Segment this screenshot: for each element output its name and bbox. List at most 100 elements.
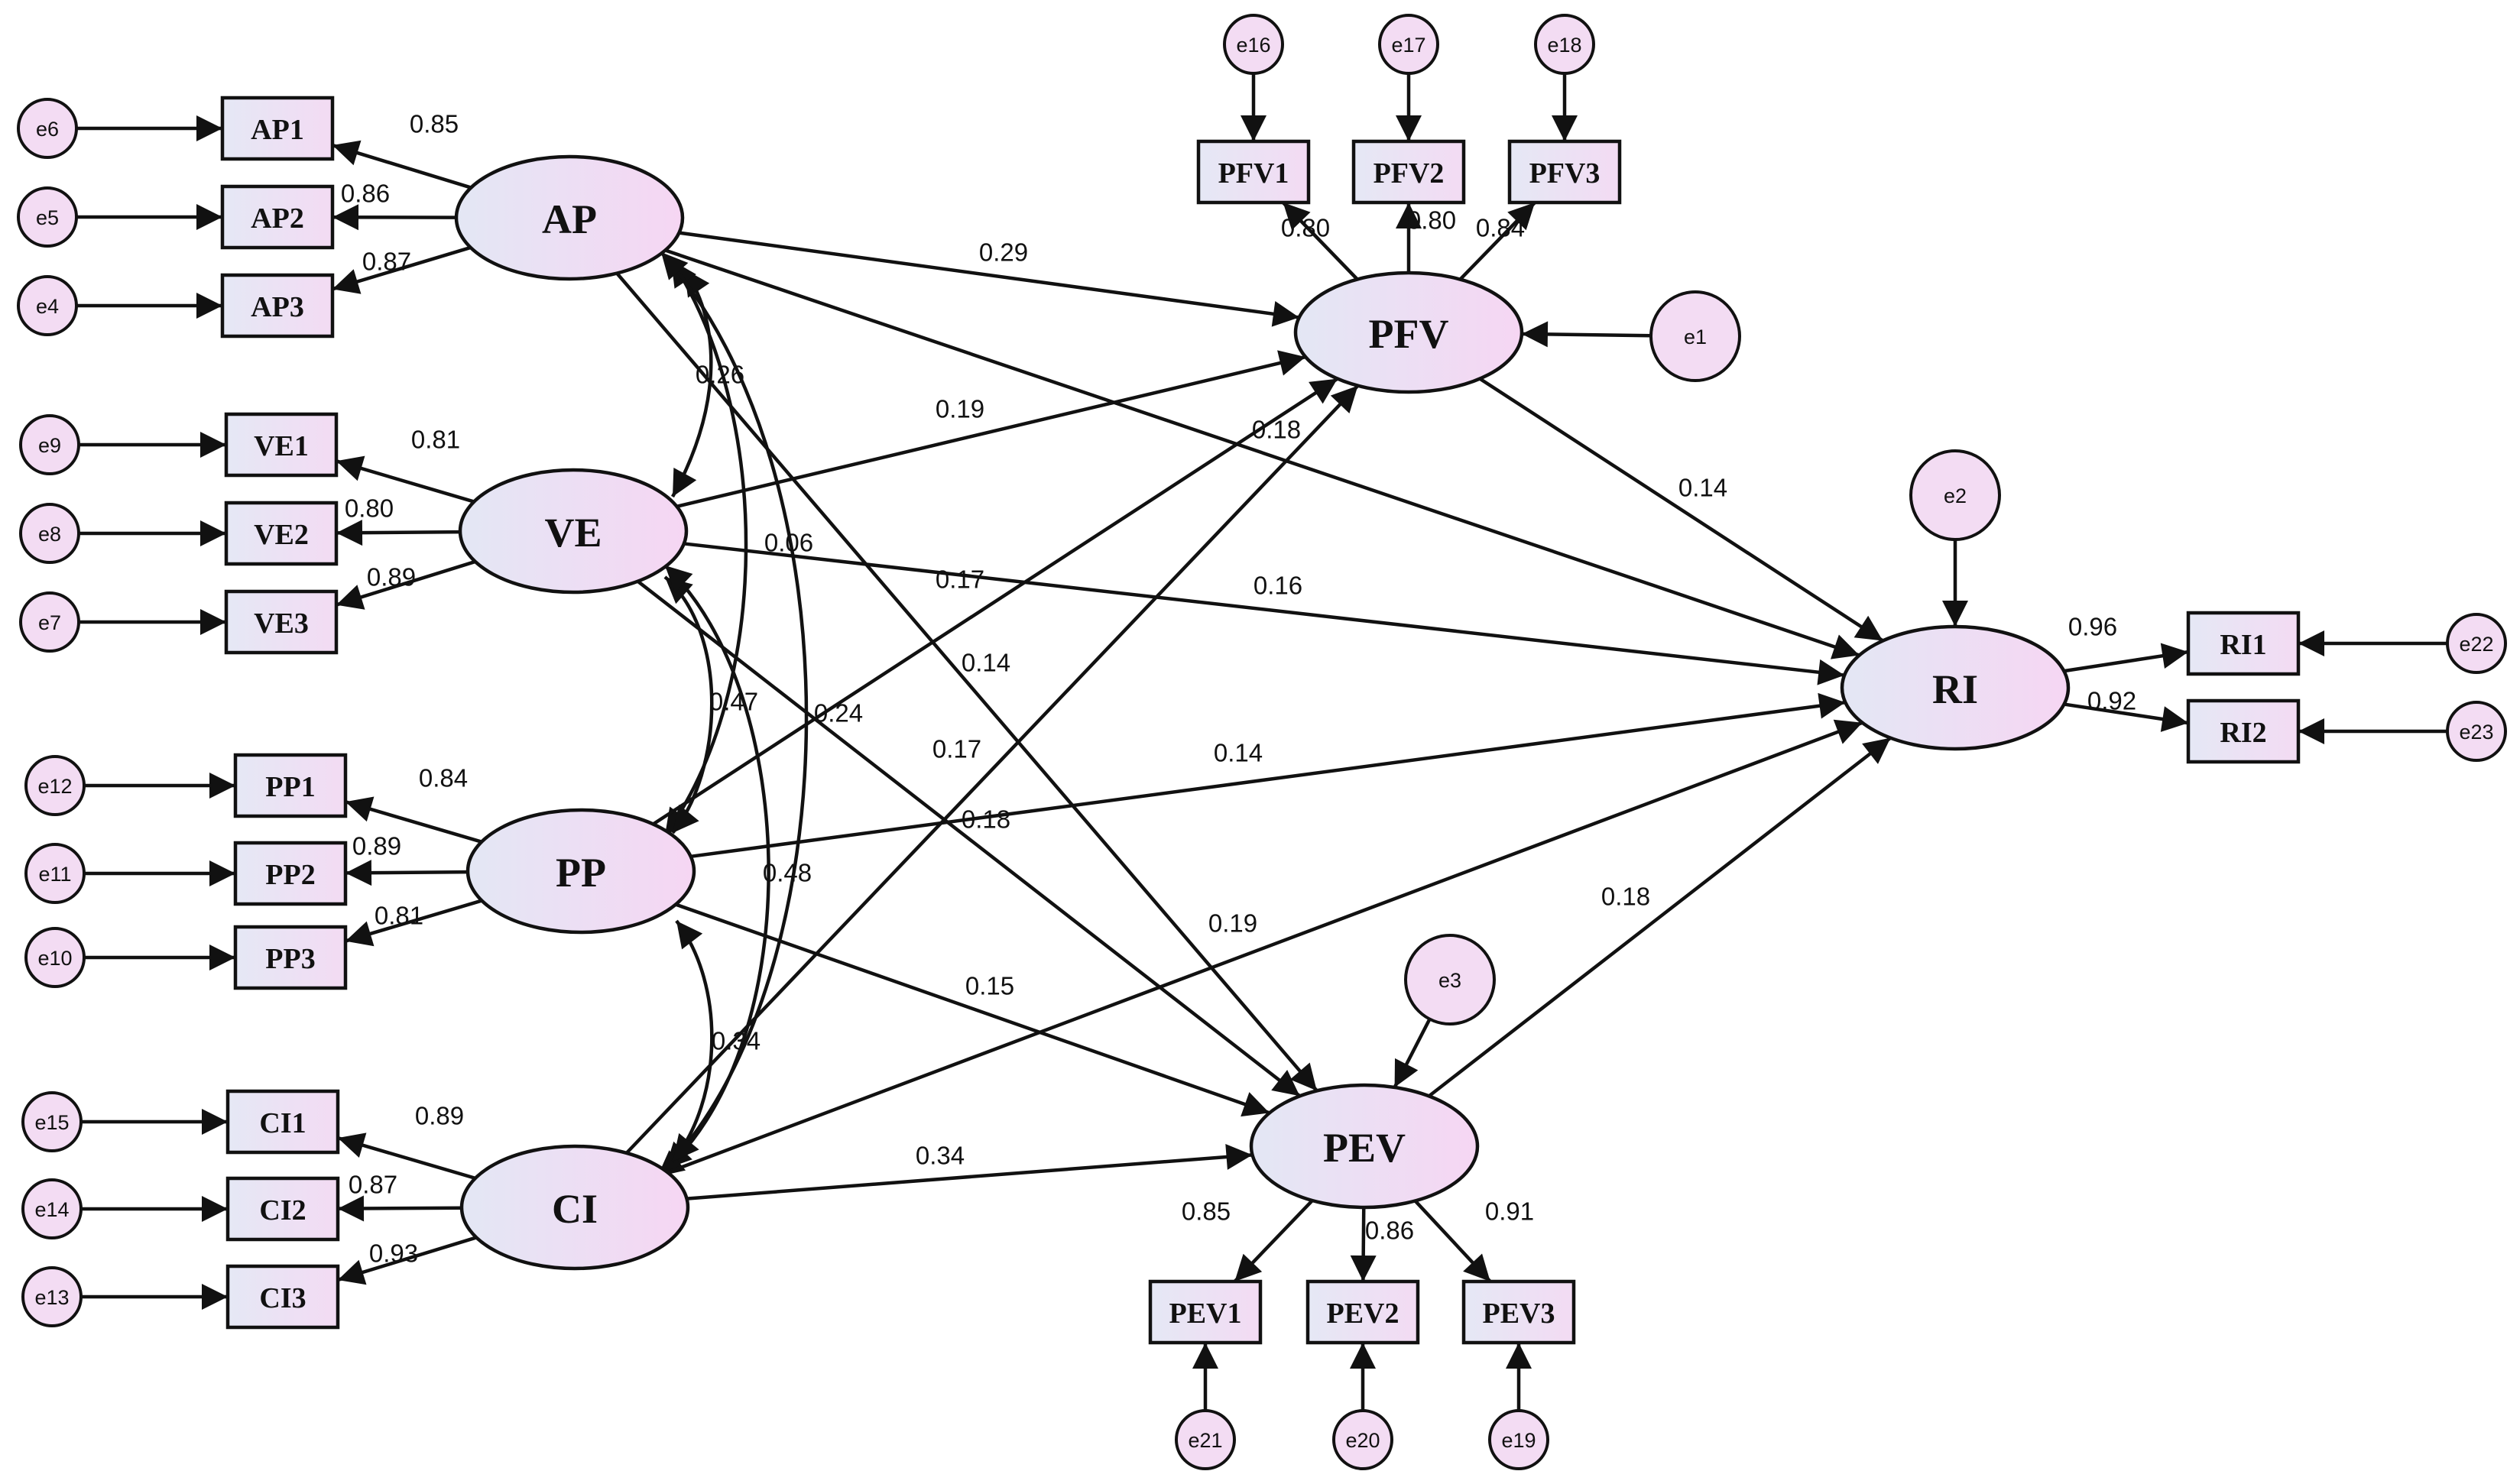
error-label-e18: e18 <box>1547 34 1581 57</box>
error-label-e6: e6 <box>36 118 59 141</box>
edges-layer <box>76 73 2447 1411</box>
path-ap-ri <box>664 248 1860 659</box>
loading-label-ci-ci3: 0.93 <box>369 1239 418 1268</box>
path-label-ve-pfv: 0.19 <box>936 395 984 423</box>
loading-pp-pp1 <box>345 796 482 844</box>
error-e23 <box>2446 701 2507 762</box>
loading-label-ve-ve1: 0.81 <box>411 426 460 454</box>
loading-label-ap-ap1: 0.85 <box>410 110 459 138</box>
error-label-e12: e12 <box>37 775 72 798</box>
latent-label-ve: VE <box>544 510 602 556</box>
path-pp-pev <box>675 902 1270 1117</box>
error-e11 <box>24 843 86 904</box>
error-e20 <box>1332 1409 1393 1470</box>
observed-label-ve1: VE1 <box>254 430 309 462</box>
error-label-e23: e23 <box>2459 721 2493 744</box>
loading-label-ri-ri2: 0.92 <box>2087 687 2136 715</box>
latent-ve <box>458 468 689 595</box>
path-label-ve-ri: 0.16 <box>1254 572 1302 600</box>
error-e13 <box>21 1266 83 1327</box>
observed-label-pev2: PEV2 <box>1327 1298 1399 1330</box>
error-arrow-e3 <box>1393 1018 1432 1088</box>
observed-label-ap2: AP2 <box>251 203 304 235</box>
latent-label-ap: AP <box>542 196 597 242</box>
coefficient-labels-layer: 0.260.060.240.470.480.340.290.180.140.19… <box>341 110 2136 1268</box>
error-e16 <box>1223 14 1284 75</box>
error-e3 <box>1404 934 1496 1026</box>
latent-ap <box>454 154 685 281</box>
path-ve-ri <box>683 542 1845 685</box>
observed-label-pfv3: PFV3 <box>1529 157 1601 190</box>
loading-label-pfv-pfv2: 0.80 <box>1407 206 1456 235</box>
loading-label-ci-ci1: 0.89 <box>415 1102 464 1130</box>
observed-label-ci3: CI3 <box>259 1282 306 1314</box>
loading-label-pev-pev2: 0.86 <box>1365 1217 1414 1245</box>
error-e14 <box>21 1178 83 1239</box>
loading-label-ci-ci2: 0.87 <box>349 1171 397 1199</box>
latent-label-pp: PP <box>556 850 606 896</box>
loading-pp-pp3 <box>345 899 482 947</box>
path-label-ap-ri: 0.18 <box>1252 416 1301 444</box>
path-ve-pfv <box>676 350 1306 508</box>
observed-label-ci2: CI2 <box>259 1194 306 1226</box>
observed-label-pp1: PP1 <box>265 771 315 803</box>
path-label-pfv-ri: 0.14 <box>1678 474 1727 502</box>
observed-pfv3 <box>1507 139 1622 205</box>
observed-ve2 <box>224 501 339 566</box>
observed-ap1 <box>220 96 335 161</box>
error-label-e10: e10 <box>37 947 72 970</box>
loading-label-ve-ve3: 0.89 <box>367 563 416 591</box>
loading-ri-ri1 <box>2064 643 2189 673</box>
path-label-ci-ri: 0.19 <box>1208 909 1257 938</box>
observed-label-ap3: AP3 <box>251 291 304 323</box>
path-ci-pfv <box>625 384 1360 1155</box>
path-pev-ri <box>1428 736 1892 1098</box>
observed-pev1 <box>1148 1279 1263 1345</box>
path-pfv-ri <box>1478 377 1884 643</box>
error-e9 <box>19 414 80 475</box>
error-e12 <box>24 755 86 816</box>
observed-label-ci1: CI1 <box>259 1107 306 1139</box>
loading-pev-pev1 <box>1233 1199 1314 1283</box>
observed-ri2 <box>2186 698 2301 764</box>
path-ap-pfv <box>679 231 1300 327</box>
latent-label-ri: RI <box>1932 666 1978 712</box>
path-label-ci-pfv: 0.18 <box>962 805 1010 834</box>
error-e19 <box>1488 1409 1549 1470</box>
loading-ap-ap3 <box>332 245 472 294</box>
covariance-label-ap-ve: 0.26 <box>696 361 744 389</box>
loading-ci-ci1 <box>337 1132 476 1181</box>
observed-label-pfv2: PFV2 <box>1374 157 1445 190</box>
path-ci-pev <box>686 1144 1253 1200</box>
error-label-e17: e17 <box>1391 34 1425 57</box>
path-ve-pev <box>637 579 1301 1098</box>
error-label-e20: e20 <box>1345 1429 1380 1452</box>
observed-label-ri1: RI1 <box>2220 629 2266 661</box>
path-pp-pfv <box>652 377 1339 826</box>
latent-pp <box>465 808 696 935</box>
loading-label-pfv-pfv1: 0.80 <box>1281 214 1330 242</box>
observed-pp1 <box>233 753 348 818</box>
observed-ci1 <box>225 1089 340 1155</box>
loading-ci-ci3 <box>337 1236 477 1285</box>
error-e7 <box>19 591 80 653</box>
nodes-layer: APVEPPCIPFVPEVRIAP1AP2AP3VE1VE2VE3PP1PP2… <box>17 14 2507 1470</box>
loading-ap-ap1 <box>332 140 472 190</box>
latent-label-pfv: PFV <box>1369 311 1449 357</box>
loading-label-ri-ri1: 0.96 <box>2068 613 2117 641</box>
error-e2 <box>1909 449 2001 541</box>
loading-ve-ve2 <box>336 520 461 546</box>
loading-label-pfv-pfv3: 0.84 <box>1476 214 1525 242</box>
covariance-ve-ci <box>656 564 770 1178</box>
observed-ve3 <box>224 589 339 655</box>
observed-pfv1 <box>1196 139 1311 205</box>
error-label-e7: e7 <box>38 611 61 634</box>
observed-label-ap1: AP1 <box>251 114 304 146</box>
observed-pp3 <box>233 925 348 990</box>
observed-label-ri2: RI2 <box>2220 717 2266 749</box>
observed-pev3 <box>1461 1279 1576 1345</box>
observed-pfv2 <box>1351 139 1466 205</box>
error-e1 <box>1649 290 1741 382</box>
observed-label-pfv1: PFV1 <box>1218 157 1289 190</box>
